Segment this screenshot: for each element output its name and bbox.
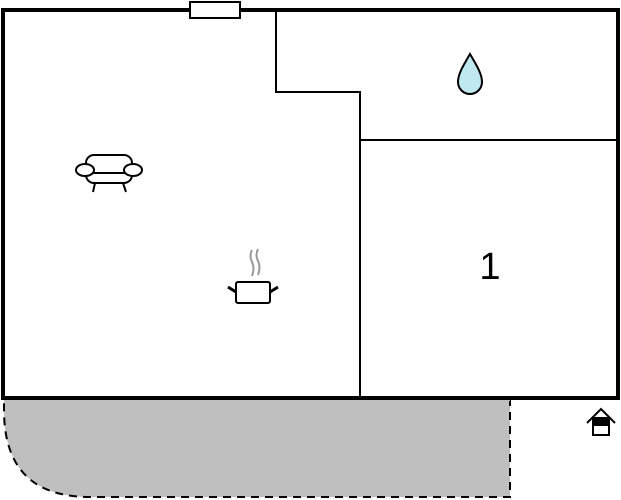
- window: [189, 1, 241, 19]
- water-drop-icon: [456, 52, 484, 95]
- interior-wall: [275, 10, 361, 398]
- sofa-icon: [75, 154, 143, 193]
- cooking-pot-icon: [227, 248, 279, 304]
- terrace: [3, 399, 511, 498]
- entrance-icon: [586, 407, 616, 436]
- room-number-label: 1: [479, 246, 500, 288]
- outer-wall: [1, 8, 620, 400]
